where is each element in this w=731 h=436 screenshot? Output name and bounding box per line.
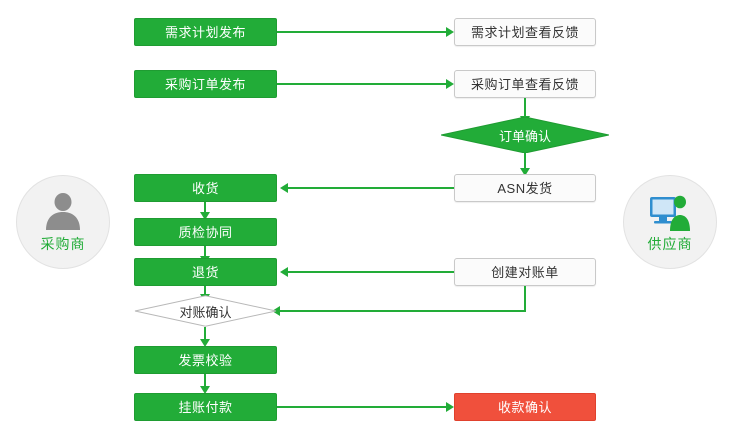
edge-statement-to-return-arrow [280,267,288,277]
edge-confirm-to-asn-arrow [520,168,530,176]
node-label: 订单确认 [498,128,551,144]
node-label: 创建对账单 [491,264,559,280]
node-create-statement[interactable]: 创建对账单 [454,258,596,286]
edge-invoice-to-payment [204,374,206,388]
edge-invoice-to-payment-arrow [200,386,210,394]
node-quality-collab[interactable]: 质检协同 [134,218,277,246]
diamond-shape [134,295,277,327]
node-label: 需求计划发布 [164,24,246,40]
node-receive[interactable]: 收货 [134,174,277,202]
edge-asn-to-receive [288,187,454,189]
node-label: 收款确认 [497,399,552,415]
node-invoice-check[interactable]: 发票校验 [134,346,277,374]
edge-demand-plan [277,31,446,33]
node-label: ASN发货 [497,180,553,196]
node-payment[interactable]: 挂账付款 [134,393,277,421]
node-demand-plan-feedback[interactable]: 需求计划查看反馈 [454,18,596,46]
person-computer-icon [650,195,690,231]
actor-supplier-label: 供应商 [647,236,693,252]
edge-statement-to-confirm [280,310,526,312]
node-label: 对账确认 [179,304,232,320]
edge-payment-to-receipt-arrow [446,402,454,412]
node-asn-ship[interactable]: ASN发货 [454,174,596,202]
node-label: 挂账付款 [178,399,233,415]
edge-receive-to-qc-arrow [200,212,210,220]
edge-po [277,83,446,85]
edge-return-to-confirm [204,286,206,296]
node-label: 收货 [191,180,219,196]
actor-supplier: 供应商 [623,175,717,269]
edge-confirm-to-invoice [204,327,206,341]
node-receipt-confirm[interactable]: 收款确认 [454,393,596,421]
node-po-publish[interactable]: 采购订单发布 [134,70,277,98]
actor-buyer: 采购商 [16,175,110,269]
diamond-shape [441,117,609,153]
edge-po-arrow [446,79,454,89]
edge-statement-to-return [288,271,454,273]
actor-buyer-label: 采购商 [40,236,86,252]
edge-asn-to-receive-arrow [280,183,288,193]
node-label: 需求计划查看反馈 [470,24,579,40]
node-order-confirm[interactable]: 订单确认 [441,117,609,153]
edge-confirm-to-invoice-arrow [200,339,210,347]
node-po-feedback[interactable]: 采购订单查看反馈 [454,70,596,98]
edge-demand-plan-arrow [446,27,454,37]
edge-payment-to-receipt [277,406,446,408]
node-label: 退货 [191,264,219,280]
node-statement-confirm[interactable]: 对账确认 [134,295,277,327]
node-label: 采购订单发布 [164,76,246,92]
node-label: 质检协同 [178,224,233,240]
edge-po-to-confirm [524,98,526,118]
edge-qc-to-return [204,246,206,258]
node-return[interactable]: 退货 [134,258,277,286]
node-label: 发票校验 [178,352,233,368]
edge-confirm-to-asn [524,153,526,170]
edge-receive-to-qc [204,202,206,214]
node-label: 采购订单查看反馈 [470,76,579,92]
person-icon [46,193,80,230]
node-demand-plan-publish[interactable]: 需求计划发布 [134,18,277,46]
edge-statement-down [524,286,526,312]
